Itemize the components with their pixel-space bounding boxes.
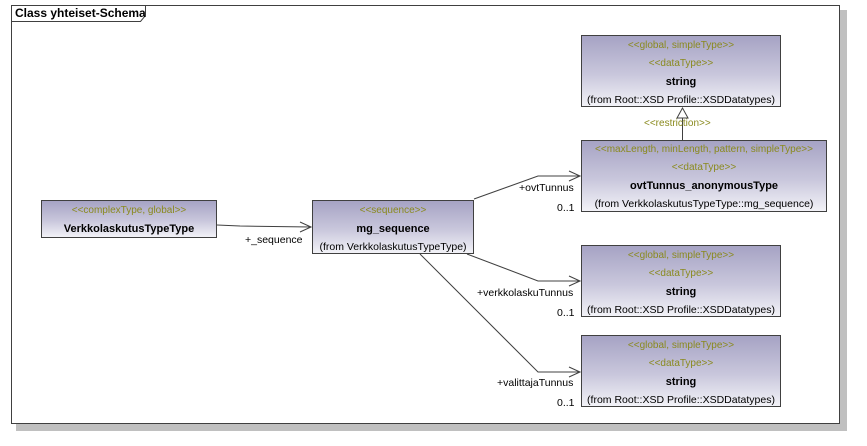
restriction-label: <<restriction>> xyxy=(644,118,711,129)
stereotype: <<global, simpleType>> xyxy=(627,40,735,51)
class-ovttunnus-anonymoustype[interactable]: <<maxLength, minLength, pattern, simpleT… xyxy=(581,140,827,212)
class-name: VerkkolaskutusTypeType xyxy=(63,223,195,235)
class-origin: (from Root::XSD Profile::XSDDatatypes) xyxy=(587,394,775,406)
stereotype: <<complexType, global>> xyxy=(71,205,187,216)
class-name: string xyxy=(665,376,697,388)
generalization-restriction xyxy=(676,106,689,140)
association-ovtTunnus xyxy=(473,170,582,200)
multiplicity-valittajatunnus: 0..1 xyxy=(557,397,575,409)
stereotype-datatype: <<dataType>> xyxy=(648,268,714,279)
role-verkkolaskutunnus: +verkkolaskuTunnus xyxy=(477,287,574,299)
frame-title-tab xyxy=(11,5,146,22)
stereotype: <<sequence>> xyxy=(359,205,427,216)
association-sequence xyxy=(216,221,313,233)
frame-title: Class yhteiset-Schema xyxy=(15,6,146,20)
multiplicity-verkkolaskutunnus: 0..1 xyxy=(557,307,575,319)
stereotype-datatype: <<dataType>> xyxy=(648,58,714,69)
role-sequence: +_sequence xyxy=(245,234,303,246)
stereotype: <<global, simpleType>> xyxy=(627,250,735,261)
class-origin: (from VerkkolaskutusTypeType) xyxy=(319,241,467,253)
class-name: string xyxy=(665,286,697,298)
class-mg-sequence[interactable]: <<sequence>> mg_sequence (from Verkkolas… xyxy=(312,200,474,254)
class-string-valittajatunnus[interactable]: <<global, simpleType>> <<dataType>> stri… xyxy=(581,335,781,407)
stereotype: <<maxLength, minLength, pattern, simpleT… xyxy=(595,144,813,155)
class-name: string xyxy=(665,76,697,88)
stereotype-datatype: <<dataType>> xyxy=(648,358,714,369)
role-valittajatunnus: +valittajaTunnus xyxy=(497,377,574,389)
class-origin: (from VerkkolaskutusTypeType::mg_sequenc… xyxy=(594,198,814,210)
stereotype: <<global, simpleType>> xyxy=(627,340,735,351)
role-ovttunnus: +ovtTunnus xyxy=(519,182,574,194)
association-verkkolaskuTunnus xyxy=(466,253,582,287)
class-origin: (from Root::XSD Profile::XSDDatatypes) xyxy=(587,94,775,106)
class-name: mg_sequence xyxy=(356,223,430,235)
class-string-verkkolaskutunnus[interactable]: <<global, simpleType>> <<dataType>> stri… xyxy=(581,245,781,317)
association-valittajaTunnus xyxy=(419,253,582,378)
class-name: ovtTunnus_anonymousType xyxy=(629,180,779,192)
multiplicity-ovttunnus: 0..1 xyxy=(557,202,575,214)
class-verkkolaskutustypetype[interactable]: <<complexType, global>> VerkkolaskutusTy… xyxy=(41,200,217,238)
class-origin: (from Root::XSD Profile::XSDDatatypes) xyxy=(587,304,775,316)
stereotype-datatype: <<dataType>> xyxy=(671,162,737,173)
class-string-xsd[interactable]: <<global, simpleType>> <<dataType>> stri… xyxy=(581,35,781,107)
